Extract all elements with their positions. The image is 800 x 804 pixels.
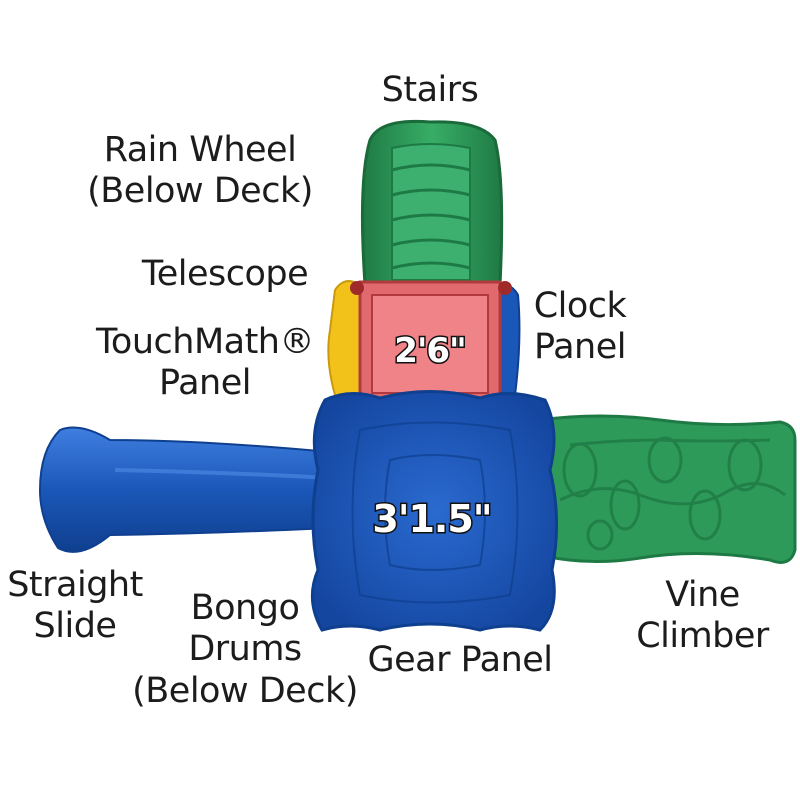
label-bongo-line2: Drums [188, 629, 302, 670]
label-touchmath-panel: TouchMath® Panel [90, 322, 320, 405]
label-clock-panel: Clock Panel [520, 286, 640, 369]
label-straight-line2: Slide [33, 606, 117, 647]
main-deck [310, 390, 559, 632]
label-rain-wheel: Rain Wheel (Below Deck) [70, 130, 330, 213]
label-gear-panel: Gear Panel [360, 640, 560, 681]
label-vine-line1: Vine [665, 575, 740, 615]
label-straight-line1: Straight [7, 565, 143, 605]
label-rain-wheel-line1: Rain Wheel [103, 130, 297, 170]
label-stairs-text: Stairs [381, 70, 479, 110]
vine-climber [538, 414, 797, 564]
label-straight-slide: Straight Slide [0, 565, 150, 648]
main-deck-dimension: 3'1.5" [372, 497, 491, 541]
straight-slide [38, 426, 331, 553]
label-clock-line1: Clock [533, 286, 627, 326]
label-telescope: Telescope [120, 254, 330, 295]
label-vine-climber: Vine Climber [620, 575, 785, 658]
label-rain-wheel-line2: (Below Deck) [87, 171, 313, 212]
label-touchmath-line1: TouchMath® [95, 322, 315, 362]
label-clock-line2: Panel [534, 327, 626, 368]
label-touchmath-line2: Panel [159, 363, 251, 404]
label-bongo-line1: Bongo [190, 588, 300, 628]
label-vine-line2: Climber [636, 616, 769, 657]
upper-deck-dimension: 2'6" [394, 331, 465, 371]
label-bongo-drums: Bongo Drums (Below Deck) [130, 588, 360, 712]
stairs [360, 119, 504, 287]
label-bongo-line3: (Below Deck) [132, 670, 358, 711]
upper-deck [350, 280, 512, 404]
label-stairs: Stairs [330, 70, 530, 111]
label-gear-text: Gear Panel [367, 640, 553, 680]
label-telescope-text: Telescope [141, 254, 309, 294]
